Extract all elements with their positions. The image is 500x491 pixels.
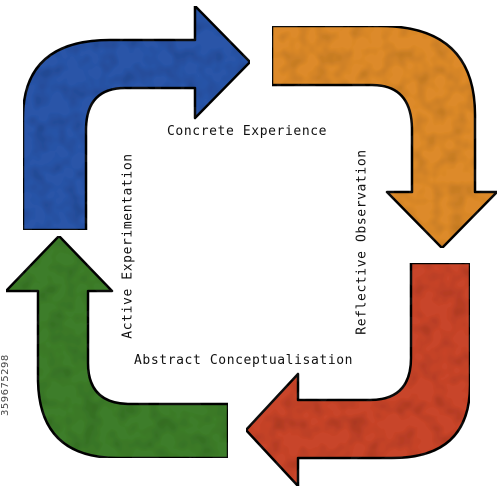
red-arrow [244,261,472,488]
orange-arrow [270,24,499,250]
stock-image-id: 359675298 [0,354,11,416]
active-experimentation-label: Active Experimentation [120,153,136,339]
concrete-experience-label: Concrete Experience [167,124,328,139]
green-arrow [4,234,230,460]
blue-arrow [21,4,252,232]
abstract-conceptualisation-label: Abstract Conceptualisation [134,353,354,368]
reflective-observation-label: Reflective Observation [354,149,370,335]
